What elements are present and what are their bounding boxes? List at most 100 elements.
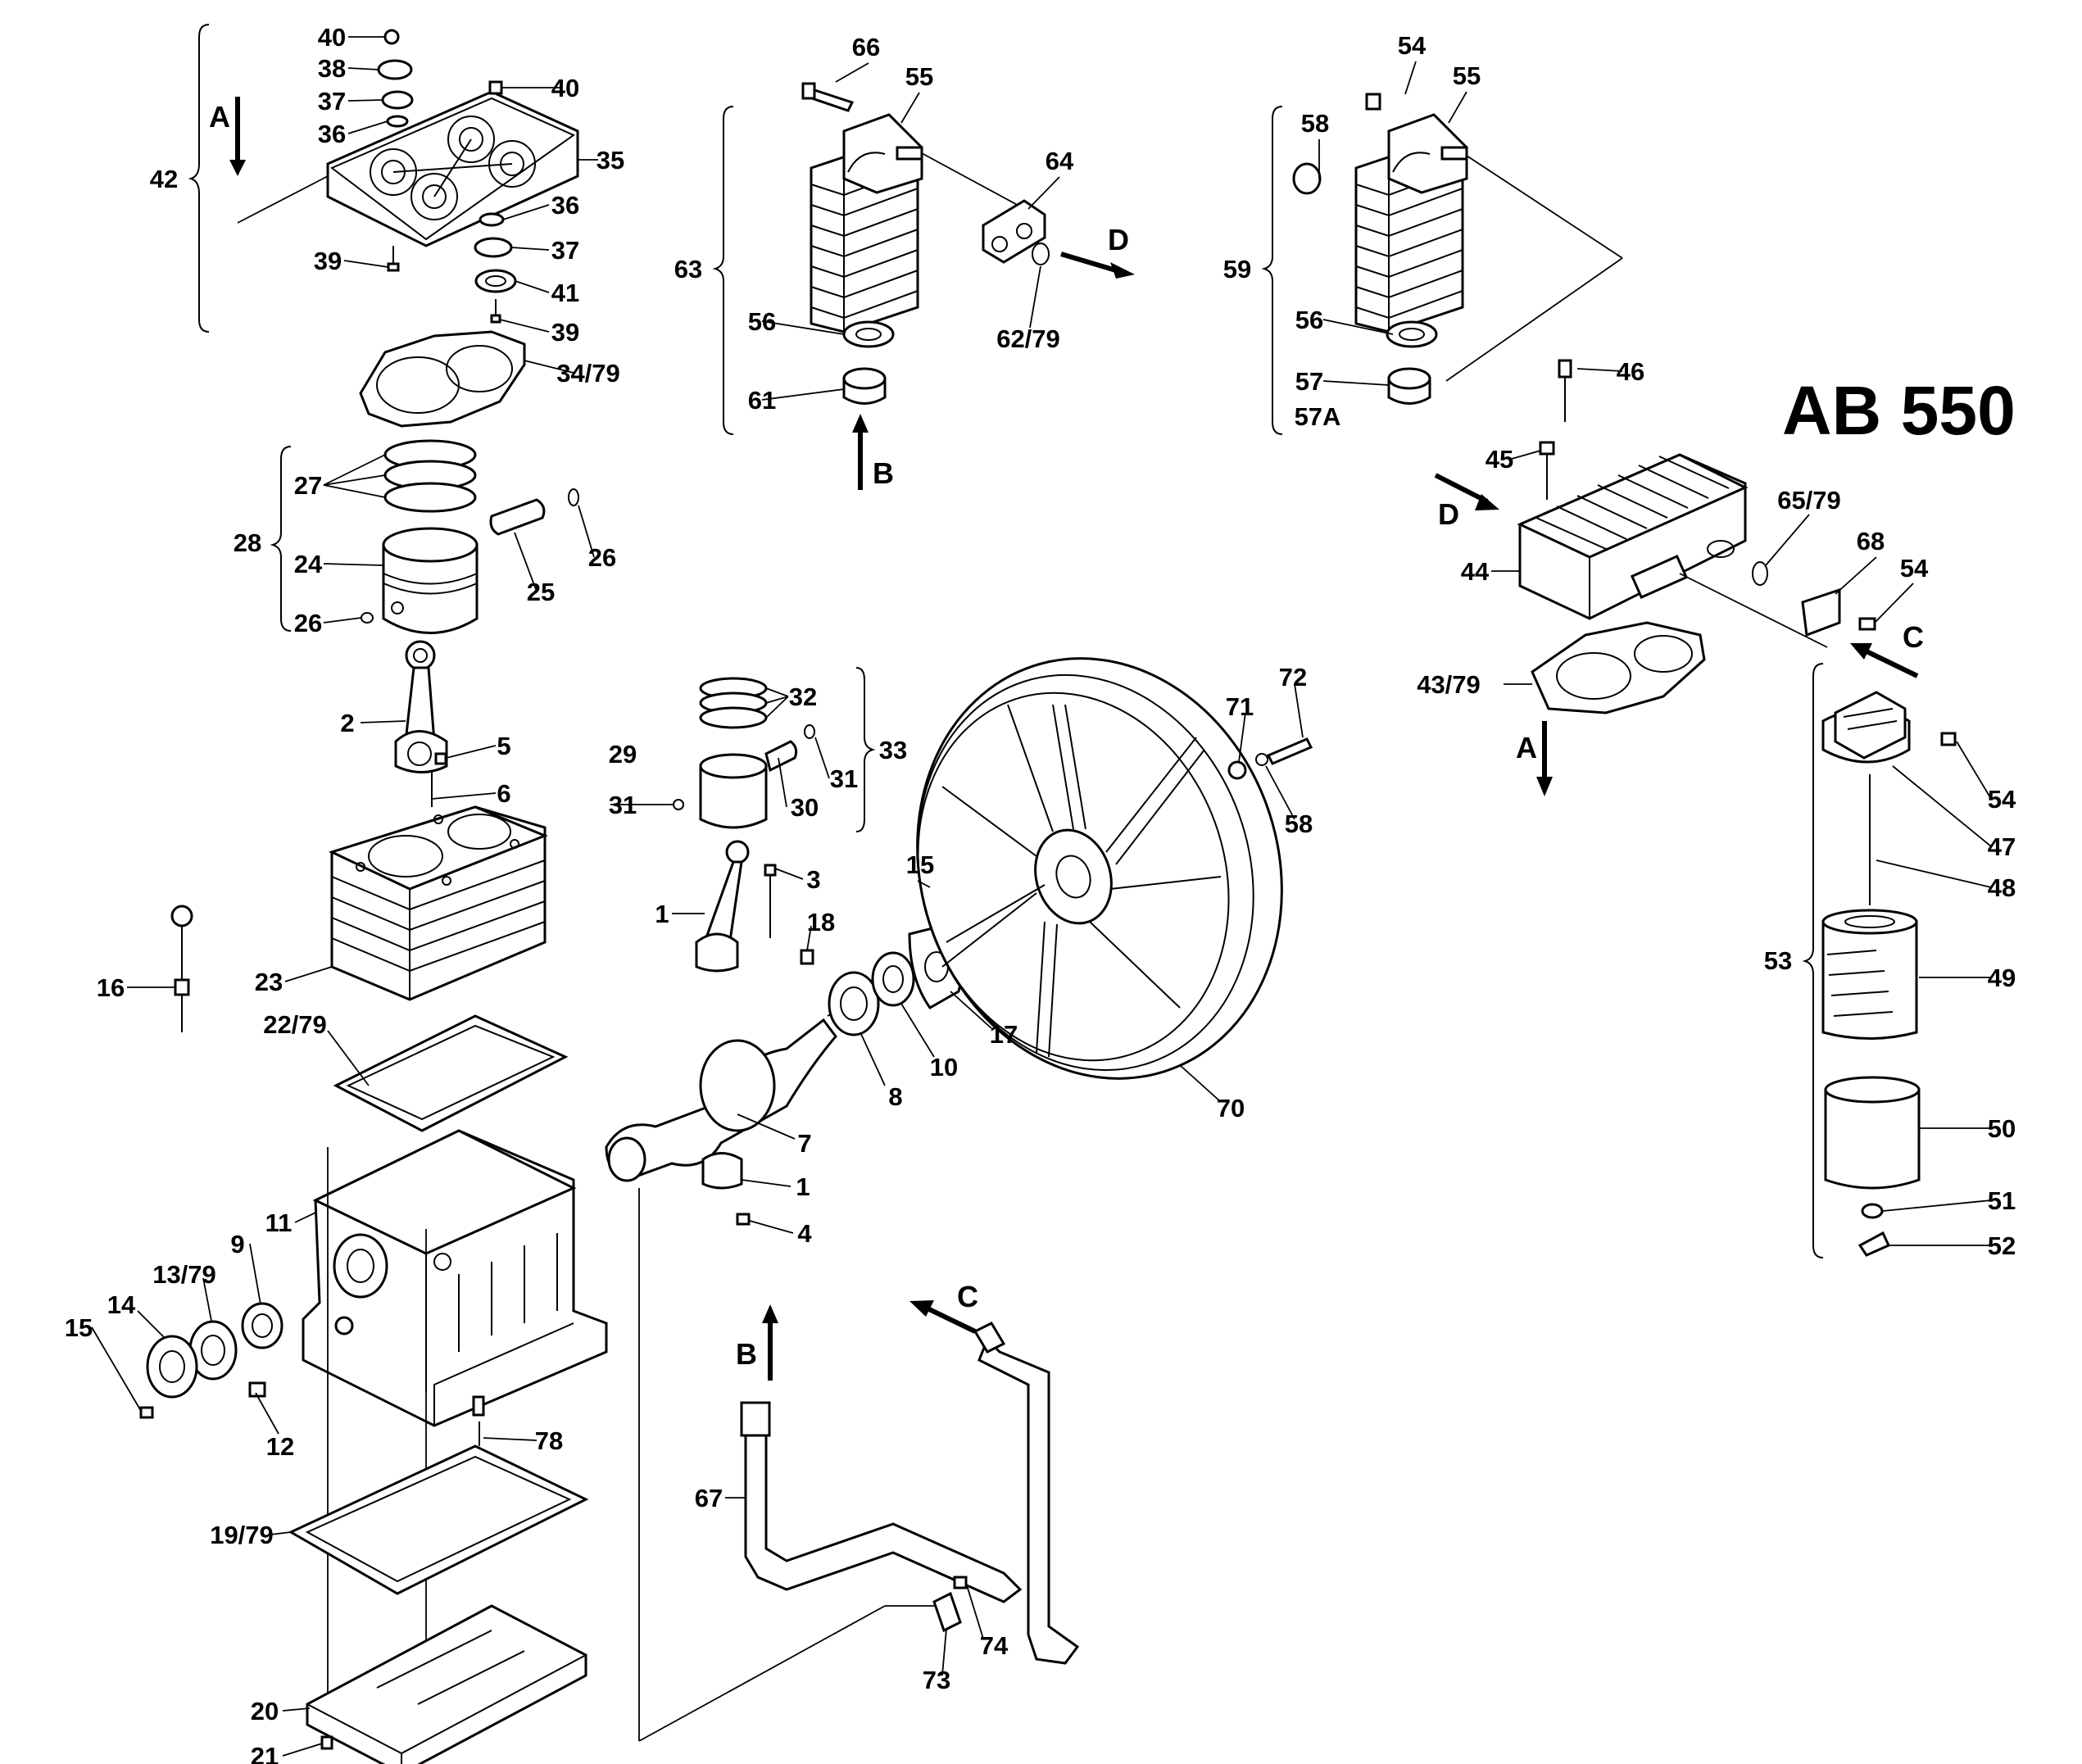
oil-sump: [306, 1604, 587, 1764]
part-callout-c25: 25: [527, 578, 555, 606]
part-callout-c35: 35: [596, 146, 624, 175]
seal-10: [871, 951, 915, 1007]
flow-arrow-b-bottom: B: [736, 1304, 778, 1381]
part-callout-c54a: 54: [1398, 31, 1427, 60]
part-callout-c58b: 58: [1285, 809, 1313, 838]
part-callout-c10: 10: [930, 1053, 958, 1082]
part-callout-c41: 41: [551, 279, 579, 307]
part-callout-c1a: 1: [655, 900, 669, 928]
gasket-43: [1531, 621, 1706, 714]
part-callout-c7: 7: [797, 1129, 811, 1158]
part-callout-c15b: 15: [906, 850, 934, 879]
svg-text:B: B: [736, 1337, 757, 1371]
part-callout-c40b: 40: [551, 74, 579, 102]
part-callout-c19: 19/79: [210, 1521, 274, 1549]
oring-65: [1752, 561, 1768, 586]
part-callout-c52: 52: [1988, 1231, 2016, 1260]
part-callout-c33: 33: [879, 736, 907, 764]
bearing-8: [828, 971, 880, 1036]
svg-text:C: C: [957, 1280, 978, 1313]
part-callout-c2: 2: [340, 709, 354, 737]
svg-text:D: D: [1108, 223, 1129, 256]
part-callout-c1b: 1: [796, 1172, 810, 1201]
part-callout-c20: 20: [251, 1697, 279, 1725]
valve-plate-assembly: [326, 29, 579, 428]
cylinder-head: [1517, 359, 1749, 620]
bolt-72: [1266, 737, 1313, 765]
flow-arrow-a-bottom: A: [1516, 721, 1553, 796]
flow-arrow-c-bottom: C: [909, 1280, 978, 1334]
bracket-68: [1801, 587, 1841, 637]
part-callout-c6279: 62/79: [996, 324, 1060, 353]
part-callout-c49: 49: [1988, 964, 2016, 992]
leader-lines: [91, 36, 1992, 1757]
part-callout-c56b: 56: [1295, 306, 1323, 334]
part-callout-c6579: 65/79: [1777, 486, 1841, 515]
part-callout-c74: 74: [980, 1631, 1009, 1660]
part-callout-c55b: 55: [1453, 61, 1481, 90]
flow-arrow-d-right: D: [1434, 473, 1499, 531]
part-callout-c14: 14: [107, 1290, 136, 1319]
head-assembly-59: [1292, 93, 1623, 405]
part-callout-c57: 57: [1295, 367, 1323, 396]
part-callout-c40a: 40: [318, 23, 346, 52]
part-callout-c51: 51: [1988, 1186, 2016, 1215]
part-callout-c26a: 26: [588, 543, 616, 572]
filter-pleats: [1826, 950, 1894, 1017]
piston-29-group: [673, 677, 815, 973]
svg-text:D: D: [1438, 497, 1459, 531]
part-callout-c78: 78: [535, 1426, 563, 1455]
part-callout-c58a: 58: [1301, 109, 1329, 138]
part-callout-c46: 46: [1617, 357, 1644, 386]
part-callout-c64: 64: [1046, 147, 1074, 175]
part-callout-c70: 70: [1217, 1094, 1245, 1122]
dipstick: [170, 905, 193, 1032]
flow-arrow-b-top: B: [852, 414, 894, 490]
part-callout-c45: 45: [1486, 445, 1513, 474]
part-callout-c55a: 55: [905, 62, 933, 91]
part-callout-c71: 71: [1226, 692, 1254, 721]
svg-text:A: A: [1516, 731, 1537, 764]
part-callout-c12: 12: [266, 1432, 294, 1461]
part-callout-c16: 16: [97, 973, 125, 1002]
washer-71: [1227, 760, 1247, 780]
part-callout-c59: 59: [1223, 255, 1251, 283]
part-callout-c50: 50: [1988, 1114, 2016, 1143]
part-callout-c36b: 36: [551, 191, 579, 220]
delivery-pipe: [740, 1322, 1080, 1665]
assembly-braces: [188, 24, 1824, 1258]
model-title: AB 550: [1782, 372, 2016, 449]
part-callout-c53: 53: [1764, 946, 1792, 975]
svg-text:B: B: [873, 456, 894, 490]
flywheel: [916, 657, 1283, 1080]
part-callout-c13: 13/79: [152, 1260, 216, 1289]
part-callout-c5: 5: [497, 732, 510, 760]
crankshaft: [605, 991, 873, 1182]
connecting-rod-main: [394, 640, 448, 807]
part-callout-c73: 73: [923, 1666, 950, 1694]
part-callout-c22: 22/79: [263, 1010, 327, 1039]
part-callout-c24: 24: [294, 550, 323, 578]
part-callout-c31a: 31: [830, 764, 858, 793]
part-callout-c48: 48: [1988, 873, 2016, 902]
head-assembly-63: [801, 82, 1050, 405]
part-callout-c17: 17: [990, 1020, 1018, 1049]
drain-screw: [320, 1735, 333, 1750]
part-callout-c34: 34/79: [556, 359, 620, 388]
part-callout-c42: 42: [150, 165, 178, 193]
part-callout-c37a: 37: [318, 87, 346, 116]
part-callout-c4379: 43/79: [1417, 670, 1481, 699]
part-callout-c32: 32: [789, 682, 817, 711]
part-callout-c56a: 56: [748, 307, 776, 336]
part-callout-c67: 67: [695, 1484, 723, 1512]
part-callout-c4: 4: [797, 1219, 812, 1248]
part-callout-c47: 47: [1988, 832, 2016, 861]
part-callout-c37b: 37: [551, 236, 579, 265]
svg-text:C: C: [1903, 620, 1924, 654]
part-callout-c68: 68: [1857, 527, 1885, 556]
part-callout-c54c: 54: [1988, 785, 2016, 814]
part-callout-c36a: 36: [318, 120, 346, 148]
part-callout-c66: 66: [852, 33, 880, 61]
